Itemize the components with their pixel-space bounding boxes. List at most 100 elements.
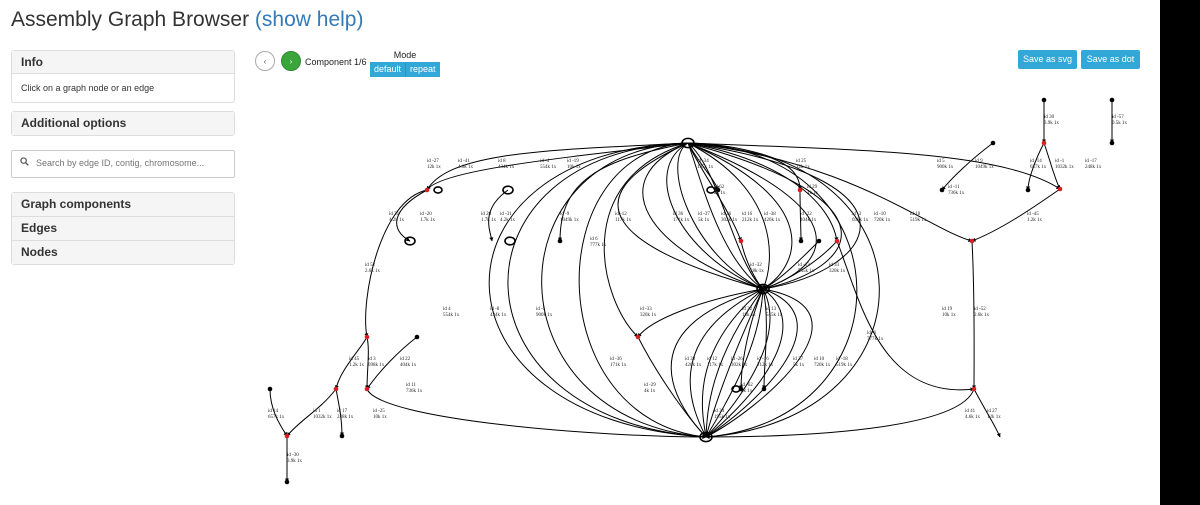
graph-edge[interactable] bbox=[366, 336, 418, 390]
graph-edge[interactable] bbox=[687, 142, 793, 290]
graph-node[interactable] bbox=[761, 386, 767, 392]
nodes-heading[interactable]: Nodes bbox=[12, 241, 234, 264]
graph-loop-edge[interactable] bbox=[502, 185, 514, 195]
graph-node[interactable] bbox=[816, 238, 822, 244]
graph-edge[interactable] bbox=[364, 189, 428, 338]
graph-node[interactable] bbox=[738, 386, 744, 392]
graph-edge[interactable] bbox=[705, 288, 764, 438]
show-help-link[interactable]: (show help) bbox=[254, 8, 364, 31]
mode-default-button[interactable]: default bbox=[370, 62, 406, 77]
graph-loop-edge[interactable] bbox=[699, 431, 713, 443]
graph-node[interactable] bbox=[1109, 140, 1115, 146]
graph-edge[interactable] bbox=[687, 142, 1061, 190]
graph-loop-edge[interactable] bbox=[706, 186, 716, 194]
graph-node-repeat[interactable] bbox=[364, 386, 370, 392]
mode-repeat-button[interactable]: repeat bbox=[405, 62, 440, 77]
graph-edge[interactable] bbox=[739, 288, 764, 390]
graph-edge[interactable] bbox=[740, 240, 764, 290]
graph-node[interactable] bbox=[1025, 187, 1031, 193]
additional-options-heading[interactable]: Additional options bbox=[12, 112, 234, 135]
graph-edge[interactable] bbox=[687, 142, 719, 191]
graph-edge[interactable] bbox=[1026, 142, 1045, 191]
graph-edge[interactable] bbox=[687, 142, 842, 291]
graph-edge[interactable] bbox=[762, 288, 767, 390]
graph-edge[interactable] bbox=[603, 142, 689, 338]
search-input[interactable] bbox=[36, 151, 226, 175]
graph-loop-edge[interactable] bbox=[433, 186, 443, 194]
save-svg-button[interactable]: Save as svg bbox=[1018, 50, 1077, 69]
graph-node[interactable] bbox=[267, 386, 273, 392]
save-dot-button[interactable]: Save as dot bbox=[1081, 50, 1140, 69]
graph-node-repeat[interactable] bbox=[333, 386, 339, 392]
graph-edge[interactable] bbox=[642, 142, 764, 290]
edges-heading[interactable]: Edges bbox=[12, 217, 234, 241]
graph-components-heading[interactable]: Graph components bbox=[12, 193, 234, 217]
graph-edge[interactable] bbox=[687, 142, 770, 290]
graph-edge[interactable] bbox=[269, 388, 288, 437]
graph-edge[interactable] bbox=[836, 240, 975, 392]
graph-edge[interactable] bbox=[971, 240, 977, 390]
graph-edge[interactable] bbox=[705, 288, 771, 438]
graph-edge[interactable] bbox=[687, 142, 764, 290]
graph-node-repeat[interactable] bbox=[971, 386, 977, 392]
graph-node[interactable] bbox=[414, 334, 420, 340]
next-component-button[interactable]: › bbox=[281, 51, 301, 71]
graph-edge[interactable] bbox=[637, 288, 764, 338]
graph-node-repeat[interactable] bbox=[797, 187, 803, 193]
graph-node-repeat[interactable] bbox=[738, 238, 744, 244]
graph-edge[interactable] bbox=[677, 142, 764, 290]
graph-edge[interactable] bbox=[637, 336, 707, 438]
graph-edge[interactable] bbox=[762, 240, 838, 290]
graph-edge[interactable] bbox=[687, 142, 839, 242]
graph-edge[interactable] bbox=[704, 288, 764, 438]
graph-edge[interactable] bbox=[488, 142, 707, 439]
graph-edge[interactable] bbox=[687, 142, 764, 290]
graph-node[interactable] bbox=[939, 187, 945, 193]
graph-edge[interactable] bbox=[701, 288, 764, 438]
graph-node[interactable] bbox=[1041, 97, 1047, 103]
graph-node-repeat[interactable] bbox=[969, 238, 975, 244]
graph-edge[interactable] bbox=[541, 142, 707, 439]
info-heading[interactable]: Info bbox=[12, 51, 234, 74]
graph-edge[interactable] bbox=[941, 142, 994, 191]
graph-edge[interactable] bbox=[973, 388, 1001, 438]
graph-edge[interactable] bbox=[396, 189, 428, 242]
graph-node-repeat[interactable] bbox=[1041, 140, 1047, 146]
graph-edge[interactable] bbox=[666, 142, 764, 290]
graph-node-repeat[interactable] bbox=[834, 238, 840, 244]
graph-edge[interactable] bbox=[335, 388, 344, 437]
graph-edge[interactable] bbox=[689, 288, 764, 438]
graph-edge[interactable] bbox=[488, 189, 509, 242]
graph-edge[interactable] bbox=[426, 142, 689, 191]
graph-edge[interactable] bbox=[507, 142, 707, 439]
graph-edge[interactable] bbox=[687, 142, 973, 243]
graph-node[interactable] bbox=[715, 187, 721, 193]
graph-edge[interactable] bbox=[366, 388, 707, 439]
graph-node-repeat[interactable] bbox=[1057, 186, 1063, 192]
graph-edge[interactable] bbox=[971, 188, 1061, 242]
graph-edge[interactable] bbox=[617, 142, 764, 290]
graph-edge[interactable] bbox=[286, 388, 337, 437]
graph-node-repeat[interactable] bbox=[364, 334, 370, 340]
graph-edge[interactable] bbox=[687, 142, 802, 191]
graph-node[interactable] bbox=[798, 238, 804, 244]
graph-edge[interactable] bbox=[1043, 142, 1061, 190]
graph-node-repeat[interactable] bbox=[635, 334, 641, 340]
graph-edge[interactable] bbox=[334, 336, 368, 390]
graph-edge[interactable] bbox=[798, 189, 803, 242]
graph-node[interactable] bbox=[990, 140, 996, 146]
graph-edge[interactable] bbox=[687, 142, 858, 439]
graph-node-repeat[interactable] bbox=[424, 187, 430, 193]
graph-node[interactable] bbox=[557, 238, 563, 244]
graph-node[interactable] bbox=[284, 479, 290, 485]
graph-edge[interactable] bbox=[365, 336, 370, 390]
graph-edge[interactable] bbox=[705, 288, 784, 438]
graph-edge[interactable] bbox=[578, 142, 707, 439]
graph-edge[interactable] bbox=[426, 142, 689, 191]
graph-loop-edge[interactable] bbox=[504, 236, 516, 246]
graph-loop-edge[interactable] bbox=[756, 283, 770, 295]
prev-component-button[interactable]: ‹ bbox=[255, 51, 275, 71]
graph-edge[interactable] bbox=[687, 142, 880, 439]
graph-loop-edge[interactable] bbox=[681, 137, 695, 149]
